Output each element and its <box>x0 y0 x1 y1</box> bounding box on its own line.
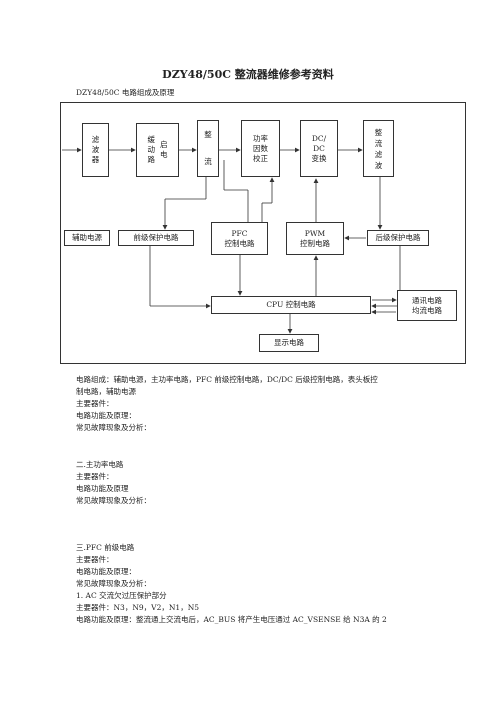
s2-item-1-function: 电路功能及原理：整流通上交流电后，AC_BUS 将产生电压通过 AC_VSENS… <box>76 615 387 624</box>
output-filter-label: 整 流 滤 波 <box>374 127 383 170</box>
rectifier-label-b: 流 <box>204 157 212 167</box>
filter-label: 滤 波 器 <box>91 135 100 164</box>
pfc-correction-block: 功率 因数 校正 <box>241 120 280 177</box>
section-pfc-title: 三.PFC 前级电路 <box>76 543 135 552</box>
composition-line-1: 电路组成：辅助电源，主功率电路，PFC 前级控制电路，DC/DC 后级控制电路，… <box>76 375 378 384</box>
pfc-control-block: PFC 控制电路 <box>211 222 268 255</box>
s1-main-parts: 主要器件： <box>76 472 114 481</box>
composition-line-2: 制电路，辅助电源 <box>76 387 136 396</box>
aux-power-label: 辅助电源 <box>72 233 102 242</box>
s2-item-1-title: 1. AC 交流欠过压保护部分 <box>76 591 167 600</box>
s2-item-1-parts: 主要器件：N3，N9，V2，N1，N5 <box>76 603 200 612</box>
block-diagram-frame <box>60 102 466 364</box>
filter-block: 滤 波 器 <box>82 123 109 177</box>
s1-faults: 常见故障现象及分析： <box>76 496 151 505</box>
aux-power-block: 辅助电源 <box>64 230 110 246</box>
s0-function: 电路功能及原理： <box>76 411 136 420</box>
comm-current-sharing-block: 通讯电路 均流电路 <box>397 290 457 321</box>
soft-start-label-b: 启 电 <box>160 140 168 159</box>
s2-function: 电路功能及原理： <box>76 567 136 576</box>
cpu-control-label: CPU 控制电路 <box>266 300 316 309</box>
rectifier-label-a: 整 <box>204 129 212 139</box>
soft-start-block: 缓 动 路 启 电 <box>136 123 179 177</box>
comm-label: 通讯电路 均流电路 <box>412 295 442 315</box>
front-protect-block: 前级保护电路 <box>118 230 194 246</box>
s0-main-parts: 主要器件： <box>76 399 114 408</box>
rectifier-block: 整 流 <box>197 120 219 177</box>
rear-protect-label: 后级保护电路 <box>375 233 421 242</box>
dcdc-block: DC/ DC 变换 <box>300 120 338 177</box>
pfc-control-label: PFC 控制电路 <box>224 228 255 248</box>
s2-main-parts: 主要器件： <box>76 555 114 564</box>
section-main-power-title: 二.主功率电路 <box>76 460 124 469</box>
document-subtitle: DZY48/50C 电路组成及原理 <box>76 88 175 97</box>
document-title: DZY48/50C 整流器维修参考资料 <box>162 68 334 81</box>
pwm-control-label: PWM 控制电路 <box>300 228 330 248</box>
front-protect-label: 前级保护电路 <box>133 233 179 242</box>
pwm-control-block: PWM 控制电路 <box>286 222 344 255</box>
dcdc-label: DC/ DC 变换 <box>311 133 327 163</box>
s1-function: 电路功能及原理 <box>76 484 129 493</box>
display-label: 显示电路 <box>274 338 304 347</box>
s2-faults: 常见故障现象及分析： <box>76 579 151 588</box>
cpu-control-block: CPU 控制电路 <box>211 296 371 314</box>
rear-protect-block: 后级保护电路 <box>367 230 429 246</box>
pfc-correction-label: 功率 因数 校正 <box>253 133 268 163</box>
s0-faults: 常见故障现象及分析： <box>76 423 151 432</box>
soft-start-label-a: 缓 动 路 <box>147 135 156 164</box>
display-block: 显示电路 <box>259 334 319 352</box>
output-filter-block: 整 流 滤 波 <box>363 120 394 177</box>
